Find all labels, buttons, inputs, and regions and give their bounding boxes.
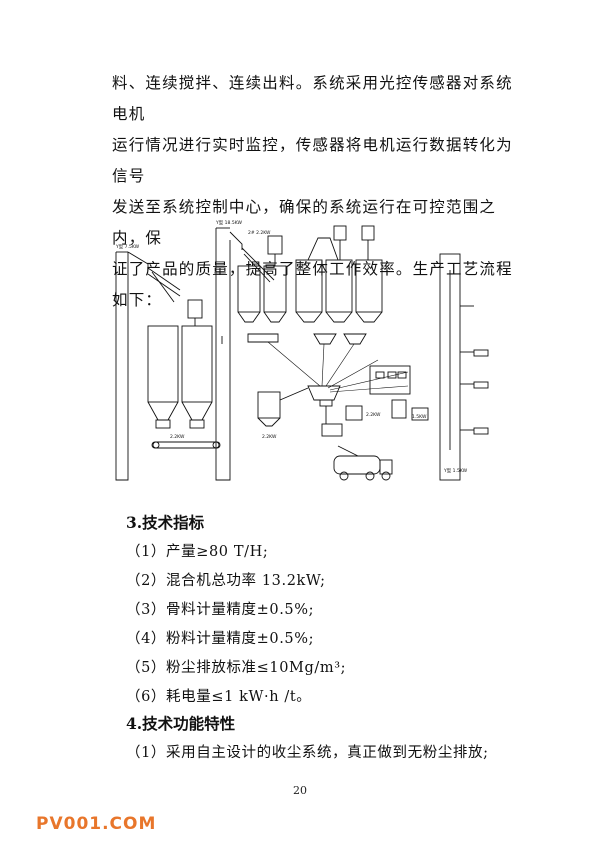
section-3-title: 3.技术指标 — [126, 513, 205, 532]
body-line: 证了产品的质量，提高了整体工作效率。生产工艺流程如下： — [112, 260, 513, 309]
body-paragraph: 料、连续搅拌、连续出料。系统采用光控传感器对系统电机 运行情况进行实时监控，传感… — [112, 68, 522, 316]
inclined-conveyor — [147, 267, 181, 303]
mixer — [307, 385, 343, 437]
dust-collector — [257, 387, 309, 427]
mixer-truck — [333, 445, 393, 481]
control-cabinets — [345, 365, 429, 421]
process-flow-diagram: Y型 7.5KW Y型 18.5KW 2# 2.2KW 2.2KW 2.2KW … — [115, 219, 489, 481]
diagram-label: Y型 7.5KW — [115, 243, 140, 250]
aggregate-bins — [237, 225, 383, 323]
diagram-label: Y型 1.5KW — [443, 467, 468, 474]
body-line: 运行情况进行实时监控，传感器将电机运行数据转化为信号 — [112, 136, 513, 185]
spec-item: （1）产量≥80 T/H; — [126, 544, 269, 560]
section-4-title: 4.技术功能特性 — [126, 714, 236, 733]
diagram-label: 2.2KW — [262, 434, 277, 440]
weigh-hoppers — [247, 333, 367, 345]
top-feeder — [241, 247, 275, 283]
silo-2 — [181, 299, 213, 429]
left-elevator — [115, 251, 149, 481]
spec-item: （2）混合机总功率 13.2kW; — [126, 573, 326, 589]
spec-item: （5）粉尘排放标准≤10Mg/m³; — [126, 660, 347, 676]
spec-item: （6）耗电量≤1 kW·h /t。 — [126, 689, 312, 705]
watermark-text: PV001.COM — [36, 814, 157, 834]
silo-1 — [147, 325, 179, 429]
diagram-label: 2# 2.2KW — [248, 230, 271, 236]
spec-item: （4）粉料计量精度±0.5%; — [126, 631, 315, 647]
diagram-label: Y型 18.5KW — [215, 219, 242, 226]
body-line: 发送至系统控制中心，确保的系统运行在可控范围之内，保 — [112, 198, 497, 247]
body-line: 料、连续搅拌、连续出料。系统采用光控传感器对系统电机 — [112, 74, 513, 123]
middle-elevator — [215, 227, 243, 481]
right-tower — [439, 253, 489, 481]
spec-item: （3）骨料计量精度±0.5%; — [126, 602, 315, 618]
diagram-label: 2.2KW — [170, 434, 185, 440]
belt-conveyor — [151, 441, 221, 449]
diagram-label: 2.2KW — [366, 412, 381, 418]
page-number: 20 — [293, 784, 307, 797]
feed-lines — [267, 341, 409, 393]
diagram-label: 1.5KW — [412, 414, 427, 420]
feature-item: （1）采用自主设计的收尘系统，真正做到无粉尘排放; — [126, 745, 489, 761]
